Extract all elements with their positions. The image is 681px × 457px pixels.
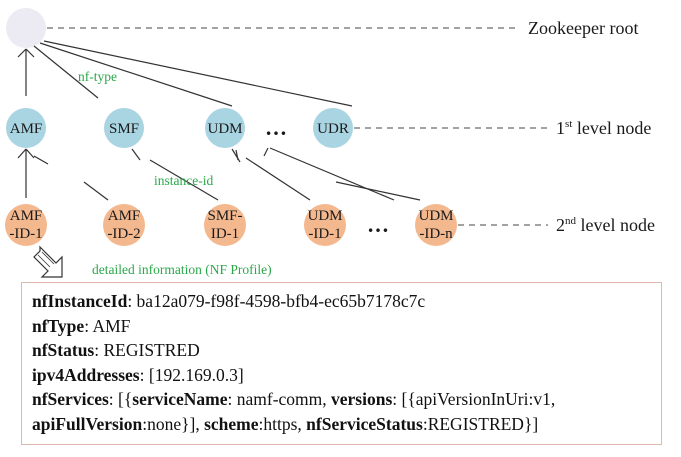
instance-id-label: instance-id: [154, 173, 213, 188]
level1-node-smf: [104, 108, 144, 148]
nf-services-open: : [{: [108, 389, 133, 409]
level1-ellipsis: …: [265, 115, 287, 140]
level2-node-smf-id-1-line2: ID-1: [211, 226, 239, 242]
nf-type-label: nf-type: [78, 69, 117, 84]
nf-type-value: : AMF: [84, 315, 131, 336]
level1-node-smf-label: SMF: [109, 121, 139, 137]
level1-node-udr: [313, 108, 353, 148]
api-full-version-key: apiFullVersion: [32, 413, 143, 434]
nf-profile-box: nfInstanceId: ba12a079-f98f-4598-bfb4-ec…: [21, 282, 662, 445]
level2-label: 2nd level node: [556, 215, 655, 235]
nf-services-key: nfServices: [32, 389, 109, 409]
ipv4-addresses-value: : [192.169.0.3]: [139, 364, 244, 385]
ipv4-addresses-key: ipv4Addresses: [32, 364, 140, 385]
level2-node-smf-id-1: [204, 204, 246, 246]
details-arrow-icon: [33, 245, 63, 278]
level1-node-udm-label: UDM: [207, 121, 242, 137]
edges-level2: [17, 147, 421, 201]
nf-instance-id-row: nfInstanceId: ba12a079-f98f-4598-bfb4-ec…: [32, 289, 653, 314]
level2-ellipsis: …: [367, 212, 389, 237]
nf-status-row: nfStatus: REGISTRED: [32, 338, 653, 363]
nf-services-row: nfServices: [{serviceName: namf-comm, ve…: [32, 387, 653, 412]
nf-type-row: nfType: AMF: [32, 314, 653, 339]
scheme-value: :https,: [258, 413, 307, 434]
level2-node-udm-id-1-line2: -ID-1: [308, 226, 341, 242]
level2-node-amf-id-1-line1: AMF: [10, 208, 43, 224]
root-node: [6, 8, 46, 48]
level1-node-amf-label: AMF: [10, 121, 43, 137]
nf-instance-id-key: nfInstanceId: [32, 291, 128, 311]
level2-node-amf-id-2-line2: -ID-2: [107, 226, 140, 242]
level2-node-udm-id-n: [415, 204, 457, 246]
level2-node-amf-id-1: [5, 204, 47, 246]
level1-label: 1st level node: [556, 118, 651, 138]
level2-node-udm-id-1-line1: UDM: [307, 208, 342, 224]
level2-node-amf-id-1-line2: -ID-1: [9, 226, 42, 242]
nf-status-value: : REGISTRED: [94, 340, 200, 360]
level2-node-udm-id-n-line2: -ID-n: [419, 226, 453, 242]
nf-type-key: nfType: [32, 315, 85, 336]
versions-value: : [{apiVersionInUri:v1,: [392, 389, 556, 409]
edges-level1: [17, 40, 353, 107]
nf-status-key: nfStatus: [32, 340, 95, 360]
nf-services-row-2: apiFullVersion:none}], scheme:https, nfS…: [32, 412, 653, 437]
service-name-key: serviceName: [132, 389, 228, 409]
details-label: detailed information (NF Profile): [92, 262, 272, 277]
level2-node-smf-id-1-line1: SMF-: [207, 208, 242, 224]
level1-node-udr-label: UDR: [317, 121, 349, 137]
level1-node-udm: [205, 108, 245, 148]
level2-node-amf-id-2: [103, 204, 145, 246]
ipv4-addresses-row: ipv4Addresses: [192.169.0.3]: [32, 363, 653, 388]
level1-node-amf: [6, 108, 46, 148]
nf-service-status-key: nfServiceStatus: [306, 413, 423, 434]
level2-node-udm-id-1: [304, 204, 346, 246]
versions-key: versions: [331, 389, 393, 409]
level2-node-udm-id-n-line1: UDM: [418, 208, 453, 224]
nf-instance-id-value: : ba12a079-f98f-4598-bfb4-ec65b7178c7c: [127, 291, 426, 311]
level2-node-amf-id-2-line1: AMF: [108, 208, 141, 224]
scheme-key: scheme: [204, 413, 259, 434]
nf-service-status-value: :REGISTRED}]: [422, 413, 539, 434]
api-full-version-value: :none}],: [142, 413, 205, 434]
service-name-value: : namf-comm,: [227, 389, 332, 409]
root-label: Zookeeper root: [528, 18, 638, 38]
